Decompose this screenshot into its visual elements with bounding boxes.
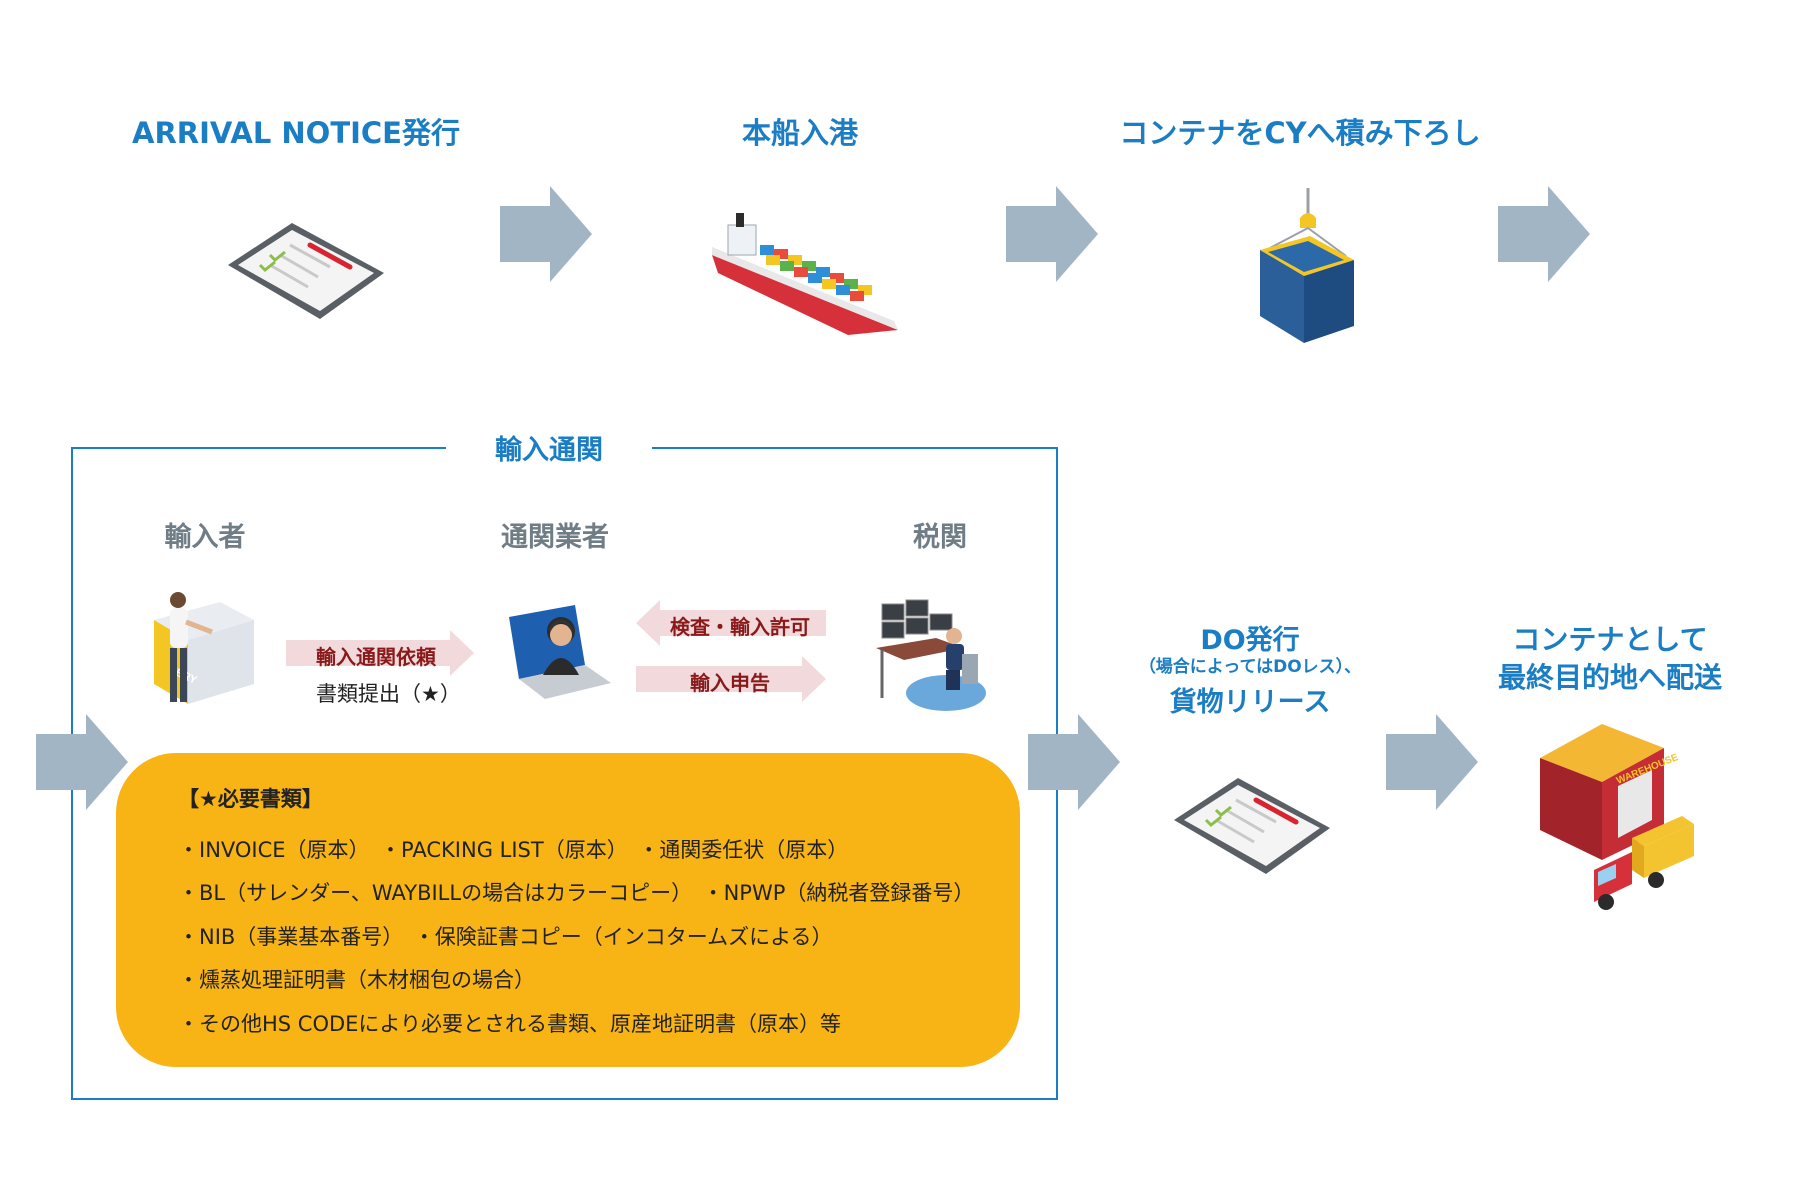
do-issue-note: （場合によってはDOレス）、: [1138, 657, 1362, 677]
delivery-title-line1: コンテナとして: [1512, 623, 1708, 656]
import-declaration-arrow: [636, 656, 826, 702]
inspection-permit-arrow: [636, 600, 826, 646]
warehouse-truck-icon: WAREHOUSE: [1540, 724, 1694, 910]
flow-arrow-3: [1498, 186, 1590, 282]
step-title-arrival-notice: ARRIVAL NOTICE発行: [132, 116, 460, 150]
step-title-cy-unload: コンテナをCYへ積み下ろし: [1119, 116, 1481, 150]
required-documents-line: ・燻蒸処理証明書（木材梱包の場合）: [178, 968, 535, 992]
required-documents-line: ・NIB（事業基本番号） ・保険証書コピー（インコタームズによる）: [178, 925, 833, 949]
container-ship-icon: [712, 213, 898, 335]
flow-arrow-into-customs: [36, 714, 128, 810]
required-documents-line: ・その他HS CODEにより必要とされる書類、原産地証明書（原本）等: [178, 1012, 842, 1036]
role-customs-office: 税関: [913, 522, 967, 553]
tablet-document-icon: [1174, 778, 1330, 874]
documents-submission-label: 書類提出（★）: [316, 682, 461, 706]
delivery-title-line2: 最終目的地へ配送: [1497, 661, 1722, 694]
customs-clearance-title: 輸入通関: [446, 428, 652, 467]
customs-officer-monitors-icon: [876, 599, 986, 711]
required-documents-line: ・INVOICE（原本） ・PACKING LIST（原本） ・通関委任状（原本…: [178, 838, 849, 862]
required-documents-title: 【★必要書類】: [178, 787, 323, 811]
step-title-vessel-arrival: 本船入港: [741, 116, 858, 150]
request-arrow: [286, 630, 474, 676]
tablet-document-icon: [228, 223, 384, 319]
required-documents-panel: 【★必要書類】 ・INVOICE（原本） ・PACKING LIST（原本） ・…: [116, 753, 1020, 1067]
flow-arrow-to-delivery: [1386, 714, 1478, 810]
inspection-permit-label: 検査・輸入許可: [670, 615, 810, 639]
flow-arrow-1: [500, 186, 592, 282]
container-crane-icon: [1260, 188, 1354, 343]
import-declaration-label: 輸入申告: [690, 671, 770, 695]
flow-arrow-to-release: [1028, 714, 1120, 810]
request-label: 輸入通関依頼: [316, 645, 436, 669]
flow-arrow-2: [1006, 186, 1098, 282]
do-issue-title: DO発行: [1200, 625, 1300, 656]
cargo-release-title: 貨物リリース: [1169, 687, 1331, 718]
role-importer: 輸入者: [164, 522, 246, 553]
required-documents-line: ・BL（サレンダー、WAYBILLの場合はカラーコピー） ・NPWP（納税者登録…: [178, 881, 975, 905]
role-customs-broker: 通関業者: [501, 522, 609, 553]
customs-broker-laptop-icon: [509, 605, 611, 699]
importer-person-icon: VERY: [154, 592, 254, 704]
